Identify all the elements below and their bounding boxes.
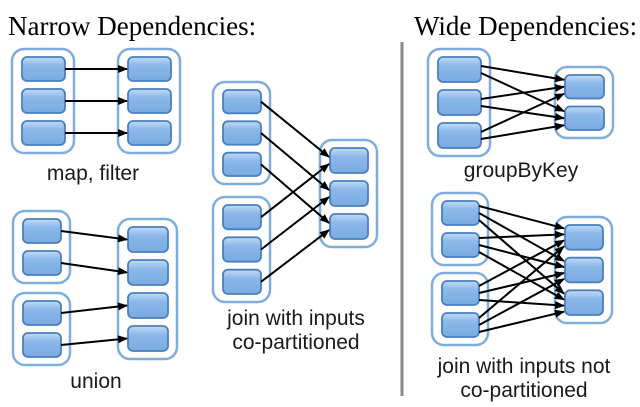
rdd-partition: [21, 56, 66, 82]
rdd-partition: [127, 325, 169, 352]
dependency-arrow: [478, 230, 565, 239]
rdd-partition: [222, 151, 262, 177]
dependency-arrow: [260, 196, 330, 251]
rdd-partition: [127, 88, 172, 114]
rdd-partition: [22, 332, 62, 358]
dependency-arrow: [478, 239, 565, 287]
example-label-groupByKey: groupByKey: [464, 159, 579, 182]
dependency-arrow: [478, 309, 565, 333]
rdd-partition: [441, 280, 480, 306]
rdd-partition: [127, 259, 169, 286]
example-label-join-co-partitioned: join with inputs: [226, 307, 365, 330]
rdd-partition: [564, 256, 604, 284]
rdd-partition: [127, 56, 172, 82]
dependency-arrow: [480, 122, 565, 140]
dependency-arrow: [478, 244, 565, 269]
rdd-partition: [222, 204, 262, 231]
dependency-arrow: [480, 65, 565, 83]
rdd-partition: [22, 300, 62, 326]
rdd-partition: [441, 232, 480, 258]
rdd-partition: [222, 120, 262, 146]
rdd-partition: [437, 122, 482, 149]
dependency-arrow: [60, 335, 128, 346]
example-groupByKey: groupByKey: [426, 47, 615, 182]
rdd-partition: [437, 56, 482, 83]
rdd-partition: [329, 180, 369, 207]
rdd-partition: [564, 289, 604, 316]
rdd-partition: [222, 236, 262, 263]
dependency-arrow: [260, 163, 330, 218]
section-heading-wide: Wide Dependencies:: [414, 11, 637, 41]
example-label-union: union: [70, 370, 121, 393]
dependency-arrow: [260, 163, 330, 224]
dependency-arrow: [478, 205, 565, 230]
rdd-partition: [22, 250, 62, 276]
rdd-partition: [21, 120, 66, 146]
rdd-partition: [329, 213, 369, 240]
rdd-partition: [564, 74, 605, 100]
example-map-filter: map, filter: [10, 47, 182, 185]
dependency-arrow: [260, 100, 330, 158]
rdd-partition: [127, 120, 172, 146]
rdd-partition: [441, 312, 480, 338]
example-union: union: [11, 209, 179, 393]
dependency-arrow: [480, 92, 565, 133]
dependency-arrow: [60, 262, 128, 276]
rdd-partition: [222, 89, 262, 115]
dependency-arrow: [260, 132, 330, 191]
example-label-join-not-co-partitioned: join with inputs not: [437, 355, 611, 378]
rdd-partition: [21, 88, 66, 114]
example-label-map-filter: map, filter: [47, 162, 139, 185]
rdd-partition: [564, 224, 604, 251]
dependency-arrow: [260, 229, 330, 283]
rdd-container: [116, 217, 179, 361]
dependency-arrow: [480, 84, 565, 100]
dependency-arrow: [60, 230, 128, 243]
example-label-join-not-co-partitioned: co-partitioned: [460, 379, 587, 402]
dependency-arrow: [478, 251, 565, 301]
rdd-partition: [222, 268, 262, 295]
example-label-join-co-partitioned: co-partitioned: [232, 331, 359, 354]
dependency-arrow: [478, 278, 565, 326]
section-heading-narrow: Narrow Dependencies:: [8, 11, 256, 41]
rdd-partition: [127, 292, 169, 319]
rdd-partition: [564, 105, 605, 131]
dependency-arrow: [60, 302, 128, 314]
rdd-partition: [127, 226, 169, 253]
rdd-partition: [22, 218, 62, 244]
rdd-partition: [441, 200, 480, 226]
rdd-partition: [437, 89, 482, 116]
dependency-arrow: [478, 245, 565, 319]
rdd-partition: [329, 147, 369, 174]
